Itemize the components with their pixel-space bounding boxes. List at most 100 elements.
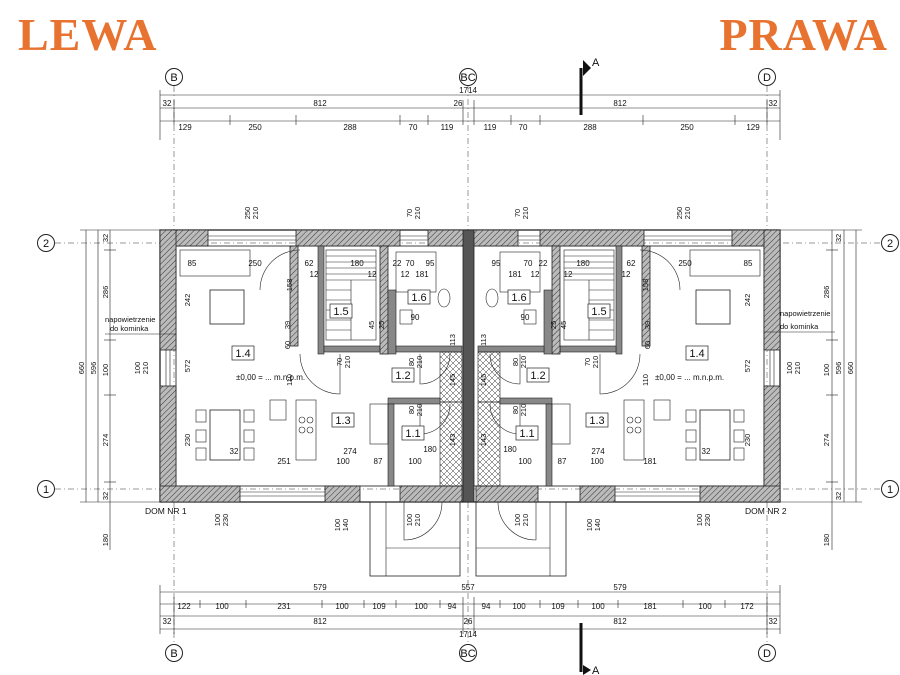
svg-text:100: 100 [698,602,712,611]
svg-text:70: 70 [405,209,414,217]
svg-text:210: 210 [141,362,150,375]
svg-text:180: 180 [101,534,110,547]
svg-text:579: 579 [613,583,627,592]
svg-text:242: 242 [743,294,752,307]
svg-text:12: 12 [368,270,377,279]
svg-text:100: 100 [695,514,704,527]
fireplace-right [695,289,731,325]
svg-text:100: 100 [133,362,142,375]
svg-text:12: 12 [564,270,573,279]
axis-bc-bottom-circle [459,644,477,662]
svg-text:70: 70 [519,123,528,132]
svg-text:230: 230 [221,514,230,527]
svg-text:22: 22 [539,259,548,268]
svg-text:129: 129 [178,123,192,132]
svg-text:62: 62 [627,259,636,268]
svg-text:100: 100 [333,519,342,532]
svg-text:100: 100 [513,514,522,527]
axis-2-right-circle [881,234,899,252]
svg-text:158: 158 [641,279,650,292]
room-1-2-right: 1.2 [530,370,545,382]
svg-text:25: 25 [377,321,386,329]
svg-text:100: 100 [785,362,794,375]
svg-text:143: 143 [479,434,488,447]
svg-text:596: 596 [834,362,843,375]
svg-text:145: 145 [479,374,488,387]
svg-text:145: 145 [448,374,457,387]
svg-text:181: 181 [508,270,522,279]
svg-text:210: 210 [793,362,802,375]
svg-text:94: 94 [482,602,491,611]
svg-text:210: 210 [415,356,424,369]
right-dimension-chain: 32 286 596 660 100 274 32 180 [780,229,862,550]
svg-text:70: 70 [513,209,522,217]
room-1-3-right: 1.3 [589,415,604,427]
svg-text:70: 70 [409,123,418,132]
svg-text:572: 572 [183,360,192,373]
room-labels-right: 1.4 1.5 1.6 1.2 1.3 1.1 [507,289,709,441]
svg-text:143: 143 [448,434,457,447]
svg-text:90: 90 [411,313,420,322]
svg-text:210: 210 [521,514,530,527]
room-1-5-right: 1.5 [591,306,606,318]
kitchen-left [269,399,317,461]
svg-text:812: 812 [613,99,627,108]
vent-note-left-line1: napowietrzenie [105,315,155,324]
svg-text:274: 274 [343,447,357,456]
svg-text:45: 45 [367,321,376,329]
sofa-left [179,249,251,277]
svg-text:12: 12 [622,270,631,279]
top-dimension-chain: 1714 32 812 26 812 32 129 250 288 70 119… [159,86,781,140]
house-2-label: DOM NR 2 [745,506,787,516]
axis-d-bottom-label: D [763,648,771,660]
svg-text:32: 32 [702,447,711,456]
svg-text:85: 85 [188,259,197,268]
svg-text:109: 109 [372,602,386,611]
svg-text:596: 596 [89,362,98,375]
svg-text:87: 87 [374,457,383,466]
svg-text:70: 70 [524,259,533,268]
svg-text:572: 572 [743,360,752,373]
svg-text:210: 210 [413,514,422,527]
svg-text:140: 140 [593,519,602,532]
axis-markers: B BC D B BC D 2 1 2 1 [37,68,899,662]
room-1-4-right: 1.4 [689,348,704,360]
svg-text:231: 231 [277,602,291,611]
svg-text:32: 32 [769,617,778,626]
svg-text:250: 250 [243,207,252,220]
svg-text:181: 181 [643,602,657,611]
svg-text:100: 100 [822,364,831,377]
svg-text:90: 90 [521,313,530,322]
axis-d-top-circle [758,68,776,86]
svg-text:110: 110 [641,374,650,386]
svg-text:122: 122 [177,602,191,611]
sofa-right [689,249,761,277]
axis-2-right-label: 2 [887,238,893,250]
svg-text:100: 100 [585,519,594,532]
room-1-5-left: 1.5 [333,306,348,318]
svg-text:210: 210 [521,207,530,220]
svg-text:210: 210 [413,207,422,220]
svg-text:100: 100 [518,457,532,466]
level-marker-right: ±0,00 = ... m.n.p.m. [655,373,724,382]
svg-text:12: 12 [310,270,319,279]
svg-text:100: 100 [213,514,222,527]
svg-text:660: 660 [77,362,86,375]
svg-text:210: 210 [591,356,600,369]
svg-text:12: 12 [531,270,540,279]
svg-text:32: 32 [101,234,110,242]
axis-1-left-circle [37,480,55,498]
svg-text:250: 250 [675,207,684,220]
svg-text:812: 812 [313,617,327,626]
svg-text:288: 288 [583,123,597,132]
room-1-2-left: 1.2 [395,370,410,382]
vent-note-right-line1: napowietrzenie [780,309,830,318]
svg-text:286: 286 [101,286,110,299]
svg-text:210: 210 [415,404,424,417]
axis-2-left-label: 2 [43,238,49,250]
svg-text:109: 109 [551,602,565,611]
svg-text:210: 210 [343,356,352,369]
bottom-dimension-chain: 579 557 579 122 100 231 100 109 100 94 9… [159,583,781,639]
svg-text:1714: 1714 [459,86,477,95]
